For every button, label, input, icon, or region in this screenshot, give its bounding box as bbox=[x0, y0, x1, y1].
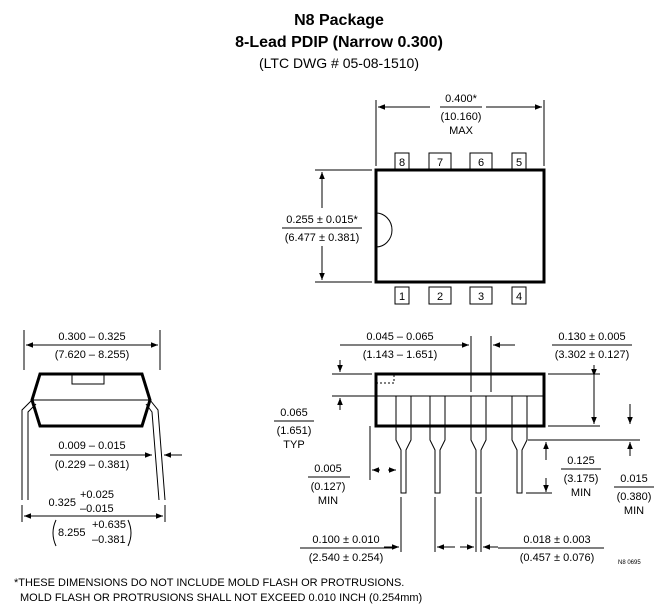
end-view: 0.300 – 0.325 (7.620 – 8.255) 0.009 – 0.… bbox=[21, 330, 182, 547]
pin-box-8 bbox=[394, 152, 410, 170]
side-view-leads bbox=[395, 396, 528, 494]
title-line-3: (LTC DWG # 05-08-1510) bbox=[259, 55, 419, 71]
side-view-body bbox=[374, 372, 546, 428]
dim-lead-thick-in: 0.009 – 0.015 bbox=[58, 440, 125, 452]
dim-body-width-mm: (7.620 – 8.255) bbox=[55, 349, 130, 361]
title-line-1: N8 Package bbox=[294, 12, 384, 29]
pin-box-4 bbox=[511, 286, 527, 305]
dim-spread-in-plus: +0.025 bbox=[80, 489, 114, 501]
dim-shoulder-note: TYP bbox=[283, 439, 304, 451]
dim-height-in: 0.255 ± 0.015* bbox=[286, 214, 358, 226]
package-body-top bbox=[374, 168, 546, 284]
dim-body-width-in: 0.300 – 0.325 bbox=[58, 331, 125, 343]
dim-seating-note: MIN bbox=[318, 495, 338, 507]
dim-standoff-in: 0.015 bbox=[620, 473, 648, 485]
note-line-2: MOLD FLASH OR PROTRUSIONS SHALL NOT EXCE… bbox=[20, 592, 422, 604]
dim-width-note: MAX bbox=[449, 125, 474, 137]
header: N8 Package 8-Lead PDIP (Narrow 0.300) (L… bbox=[235, 12, 443, 71]
footnote: *THESE DIMENSIONS DO NOT INCLUDE MOLD FL… bbox=[14, 577, 422, 604]
pin-label-6: 6 bbox=[478, 157, 484, 169]
dim-shoulder-in: 0.065 bbox=[280, 407, 308, 419]
dim-end-lead-in: 0.045 – 0.065 bbox=[366, 331, 433, 343]
dim-pitch-mm: (2.540 ± 0.254) bbox=[309, 552, 384, 564]
note-line-1: *THESE DIMENSIONS DO NOT INCLUDE MOLD FL… bbox=[14, 577, 404, 589]
dim-lead-width-in: 0.018 ± 0.003 bbox=[523, 534, 590, 546]
dim-spread-in-minus: –0.015 bbox=[80, 503, 114, 515]
dim-spread-mm-minus: –0.381 bbox=[92, 534, 126, 546]
pin-label-5: 5 bbox=[516, 157, 522, 169]
side-lead-2 bbox=[429, 396, 446, 494]
dim-body-height-in: 0.130 ± 0.005 bbox=[558, 331, 625, 343]
pin-label-3: 3 bbox=[478, 291, 484, 303]
side-lead-3 bbox=[470, 396, 487, 494]
top-pins: 8 7 6 5 bbox=[394, 152, 527, 170]
end-view-lead-left bbox=[21, 399, 33, 500]
end-view-lead-right bbox=[149, 399, 166, 501]
dim-body-height-mm: (3.302 ± 0.127) bbox=[555, 349, 630, 361]
side-lead-4 bbox=[511, 396, 528, 494]
dim-width-in: 0.400* bbox=[445, 93, 478, 105]
side-view: 0.045 – 0.065 (1.143 – 1.651) 0.130 ± 0.… bbox=[274, 331, 654, 566]
dim-lead-thick-mm: (0.229 – 0.381) bbox=[55, 459, 130, 471]
dim-spread-in: 0.325 bbox=[48, 497, 76, 509]
dim-standoff-mm: (0.380) bbox=[617, 491, 652, 503]
pin-label-2: 2 bbox=[437, 291, 443, 303]
pin-box-2 bbox=[428, 286, 452, 305]
dim-lead-length-note: MIN bbox=[571, 487, 591, 499]
bottom-pins: 1 2 3 4 bbox=[394, 286, 527, 305]
dim-end-lead-mm: (1.143 – 1.651) bbox=[363, 349, 438, 361]
dim-pitch-in: 0.100 ± 0.010 bbox=[312, 534, 379, 546]
title-line-2: 8-Lead PDIP (Narrow 0.300) bbox=[235, 34, 443, 51]
pin-box-6 bbox=[469, 152, 493, 170]
pin-box-7 bbox=[428, 152, 452, 170]
dim-shoulder-mm: (1.651) bbox=[277, 425, 312, 437]
pin-box-1 bbox=[394, 286, 410, 305]
pin-label-7: 7 bbox=[437, 157, 443, 169]
dim-seating-in: 0.005 bbox=[314, 463, 342, 475]
dim-width-mm: (10.160) bbox=[441, 111, 482, 123]
pin-box-5 bbox=[511, 152, 527, 170]
pin1-notch bbox=[375, 212, 393, 248]
dim-lead-width-mm: (0.457 ± 0.076) bbox=[520, 552, 595, 564]
pin-label-4: 4 bbox=[516, 291, 522, 303]
dim-height-mm: (6.477 ± 0.381) bbox=[285, 232, 360, 244]
dim-spread-mm-plus: +0.635 bbox=[92, 519, 126, 531]
pin-label-1: 1 bbox=[399, 291, 405, 303]
drawing-code: N8 0695 bbox=[618, 560, 641, 566]
dim-standoff-note: MIN bbox=[624, 505, 644, 517]
dim-seating-mm: (0.127) bbox=[311, 481, 346, 493]
top-view: 8 7 6 5 1 2 3 4 0.400* (10.160) MAX 0 bbox=[282, 93, 546, 305]
pin-box-3 bbox=[469, 286, 493, 305]
pin-label-8: 8 bbox=[399, 157, 405, 169]
dim-lead-length-in: 0.125 bbox=[567, 455, 595, 467]
end-view-mark bbox=[71, 373, 105, 385]
side-lead-1 bbox=[395, 396, 412, 494]
dim-spread-mm: 8.255 bbox=[58, 527, 86, 539]
dim-lead-length-mm: (3.175) bbox=[564, 473, 599, 485]
